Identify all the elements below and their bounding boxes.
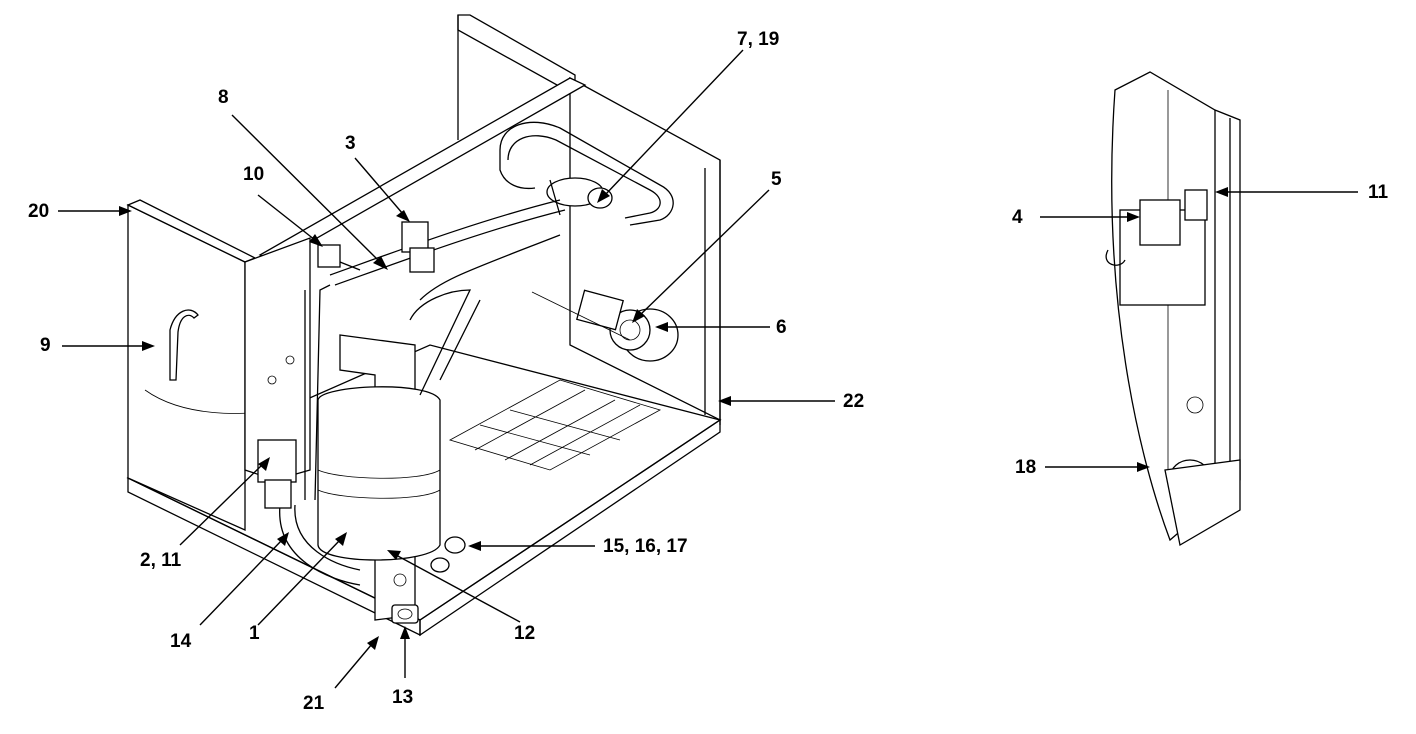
rear-top-flange [457, 14, 576, 97]
side-detail-drawing [1105, 71, 1241, 547]
callout-9: 9 [40, 335, 51, 356]
callout-2-11: 2, 11 [140, 550, 182, 571]
mounting-grommet [444, 536, 466, 554]
callout-7-19: 7, 19 [737, 29, 780, 50]
power-inlet [391, 604, 419, 624]
leader-lines [58, 49, 1358, 689]
main-unit-drawing [126, 14, 722, 637]
callout-5: 5 [771, 169, 782, 190]
callout-4: 4 [1012, 207, 1023, 228]
callout-1: 1 [249, 623, 260, 644]
service-valve [317, 244, 361, 271]
detail-valve [1139, 199, 1181, 246]
callout-21: 21 [303, 693, 325, 714]
back-panel [569, 76, 721, 422]
compressor [317, 386, 441, 561]
callout-10: 10 [243, 164, 265, 185]
solenoid-valve [401, 221, 435, 273]
callout-15-16-17: 15, 16, 17 [603, 536, 688, 557]
callout-22: 22 [843, 391, 865, 412]
callout-12: 12 [514, 623, 536, 644]
fan-motor [531, 289, 679, 362]
base-grille [448, 379, 662, 471]
panel-handle [169, 309, 199, 381]
callout-3: 3 [345, 133, 356, 154]
callout-6: 6 [776, 317, 787, 338]
callout-11-detail: 11 [1368, 182, 1389, 203]
callout-8: 8 [218, 87, 229, 108]
callout-20: 20 [28, 201, 50, 222]
callout-13: 13 [392, 687, 414, 708]
callout-18: 18 [1015, 457, 1037, 478]
callout-14: 14 [170, 631, 192, 652]
